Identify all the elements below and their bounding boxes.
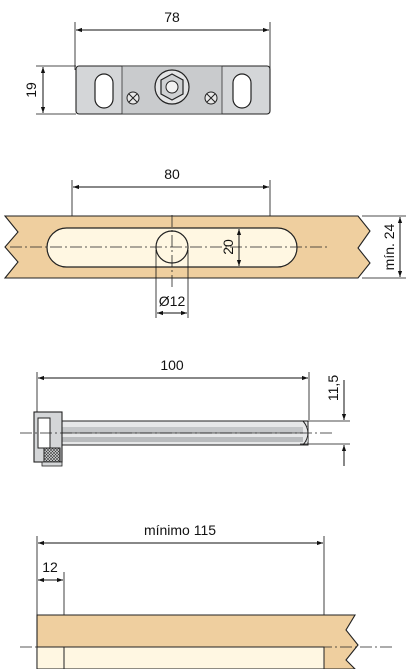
min-length-label: mínimo 115 [144,522,216,538]
bracket-slot-left [94,73,114,109]
board-thickness-label: mín. 24 [381,223,397,270]
bracket-top-view: 78 19 [23,9,271,115]
hex-nut-icon [154,69,190,105]
installed-view: mínimo 115 12 [20,522,392,669]
slot-width-label: 20 [220,239,236,255]
bracket-height-label: 19 [23,82,39,98]
rod-length-label: 100 [160,357,184,373]
rod-offset-label: 11,5 [325,375,341,401]
hole-diameter-label: Ø12 [159,293,186,309]
knurled-screw-icon [43,447,61,463]
bracket-slot-right [232,73,252,109]
rod-side-view: 100 11,5 [20,357,350,467]
bracket-width-label: 78 [164,9,180,25]
screw-icon [204,91,218,105]
slot-length-label: 80 [164,166,180,182]
inset-label: 12 [42,559,58,575]
board-slot [36,646,325,669]
screw-icon [126,91,140,105]
board-slot-view: 80 20 Ø12 mín. 24 [3,166,406,318]
